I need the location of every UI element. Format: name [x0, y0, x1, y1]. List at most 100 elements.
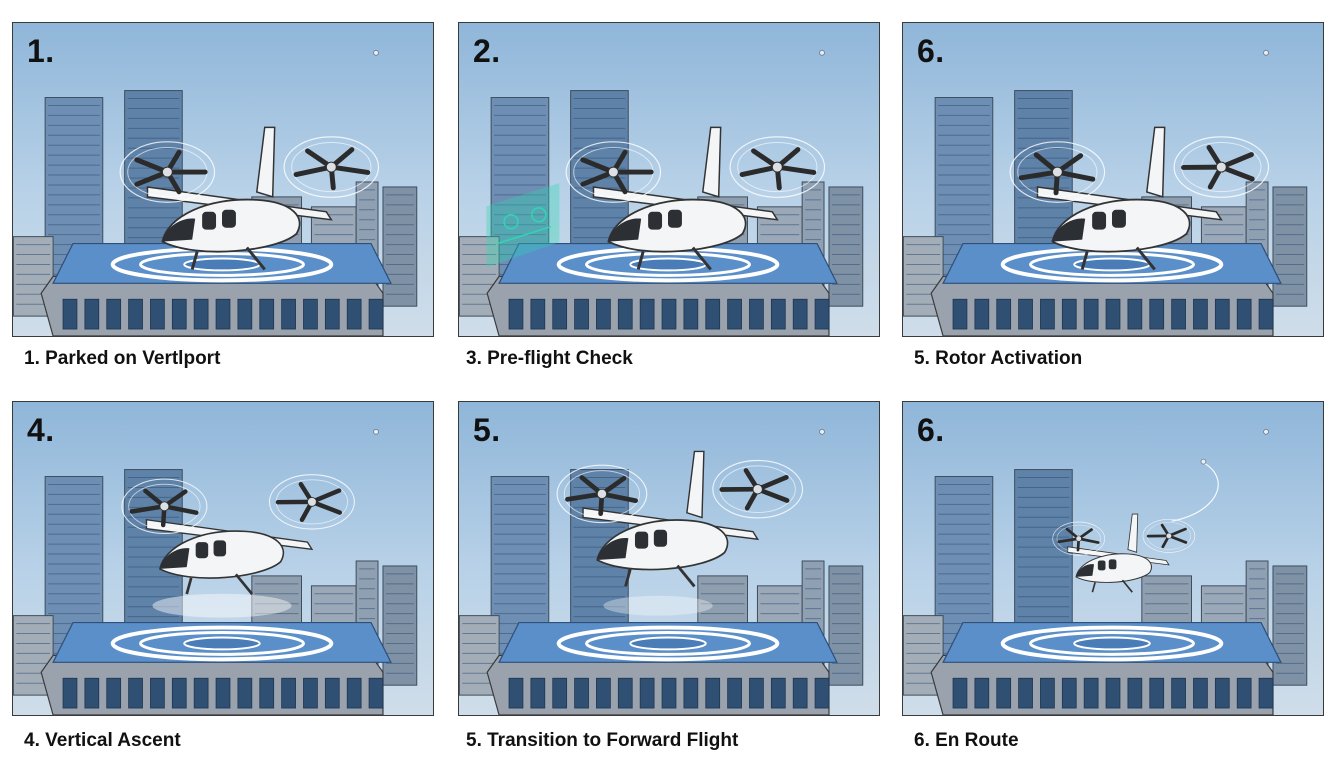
aircraft-window [213, 540, 227, 557]
building-window [952, 298, 968, 330]
building-window [346, 677, 362, 709]
evtol-aircraft [1052, 513, 1196, 593]
rotor-blade [162, 504, 199, 515]
building-window [193, 298, 209, 330]
rotor-hub [1075, 535, 1082, 542]
tower [382, 565, 418, 686]
building-window [1061, 677, 1077, 709]
building-window [749, 298, 764, 330]
aircraft-window [668, 209, 682, 228]
rotor-hub [1165, 532, 1172, 539]
rotor-hub [307, 496, 317, 507]
building-window [530, 677, 546, 709]
aircraft-cockpit-window [608, 218, 642, 242]
landing-gear [1091, 582, 1096, 593]
evtol-aircraft [565, 126, 826, 271]
helipad-ring [139, 252, 305, 277]
building-window [1127, 677, 1143, 709]
building-window [617, 677, 633, 709]
rotor-blade [739, 164, 780, 178]
panel-number: 2. [473, 33, 501, 69]
building-window [661, 298, 677, 330]
tower [1272, 565, 1308, 686]
building-window [346, 298, 362, 330]
rotor-blade [1218, 164, 1255, 182]
sky-spark [1263, 428, 1269, 435]
aircraft-window [202, 211, 217, 230]
storyboard-panel-6: 6. [902, 401, 1324, 716]
aircraft-window [634, 531, 649, 549]
building-window [574, 298, 589, 330]
aircraft-tail-fin [1127, 513, 1139, 553]
rotor-blade [580, 169, 616, 187]
building-window [1105, 677, 1121, 709]
building-window [303, 298, 318, 330]
rotor-blade [129, 504, 167, 514]
building-window [324, 677, 340, 709]
aircraft-window [1092, 211, 1107, 230]
building-window [259, 298, 275, 330]
building-window [1258, 298, 1274, 330]
rotor-hub [596, 488, 608, 500]
building-window [727, 677, 742, 709]
aircraft-tail-fin [1145, 126, 1166, 198]
building-window [1083, 298, 1099, 330]
panel-caption: 5. Transition to Forward Flight [466, 730, 739, 751]
building-window [368, 677, 384, 709]
building-window [128, 298, 143, 330]
rotor-blur-ring [1009, 141, 1106, 203]
building-window [639, 298, 655, 330]
building-window [62, 298, 78, 330]
building-window [974, 677, 990, 709]
landing-gear [1135, 246, 1156, 271]
building-window [596, 677, 611, 709]
aircraft-window [653, 529, 668, 547]
building-window [106, 677, 122, 709]
sky-spark [373, 428, 379, 435]
rotor-blade [309, 499, 343, 515]
building-window [574, 677, 589, 709]
rotor-hub [771, 161, 783, 173]
building-window [259, 677, 275, 709]
building-window [1236, 677, 1252, 709]
building-window [1040, 677, 1055, 709]
hud-gauge [531, 207, 547, 223]
rotor-blade [599, 491, 638, 504]
aircraft-cockpit-window [159, 548, 190, 569]
helipad-ring [110, 625, 334, 662]
aircraft-cockpit-window [597, 538, 629, 560]
hud-gauge [503, 214, 519, 230]
rotor-blade [134, 169, 170, 187]
building-window [508, 677, 524, 709]
scene-preflight [459, 49, 864, 336]
scene-en-route [903, 428, 1308, 715]
building-window [1193, 298, 1208, 330]
rotor-blur-ring [1056, 524, 1101, 553]
panel-number: 6. [917, 412, 945, 448]
aircraft-cockpit-window [1075, 564, 1095, 577]
sky-spark [373, 49, 379, 56]
landing-gear [676, 564, 696, 588]
rotor-blade [134, 157, 170, 175]
rotor-hub [159, 501, 170, 512]
building-window [683, 298, 699, 330]
flight-trail [1171, 461, 1219, 522]
scene-parked [13, 49, 418, 336]
landing-gear [234, 573, 254, 595]
helipad-ring [139, 631, 305, 656]
panel-number: 1. [27, 33, 55, 69]
building-window [1193, 677, 1208, 709]
rotor-blade [774, 164, 817, 175]
building-window [996, 677, 1012, 709]
tower [1272, 186, 1308, 307]
building-window [215, 298, 231, 330]
rotor-blur-ring [1017, 147, 1098, 198]
building-window [1214, 677, 1230, 709]
building-window [237, 298, 253, 330]
aircraft-window [1097, 560, 1106, 571]
landing-gear [636, 251, 645, 270]
rotor-blade [293, 164, 334, 178]
aircraft-window [222, 209, 236, 228]
downwash-mist [152, 593, 292, 618]
panel-caption: 5. Rotor Activation [914, 348, 1083, 369]
